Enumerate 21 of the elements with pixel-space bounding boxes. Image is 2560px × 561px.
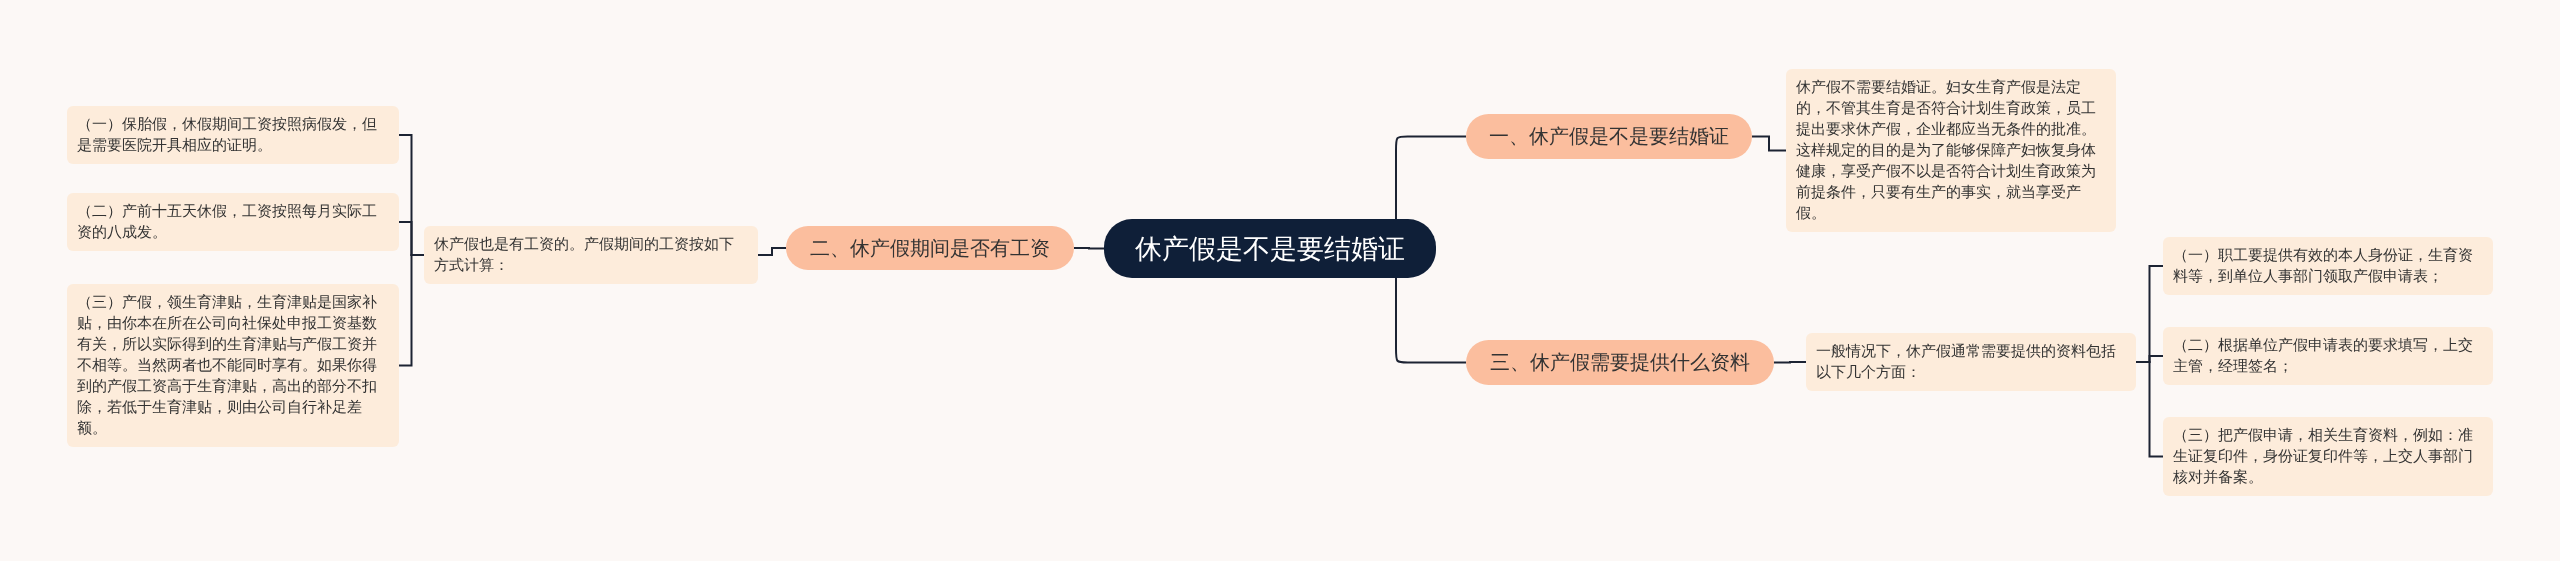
- connector-line: [1395, 277, 1467, 364]
- connector-line: [398, 254, 425, 367]
- note-card: （三）把产假申请，相关生育资料，例如：准生证复印件，身份证复印件等，上交人事部门核对并备案。: [2163, 417, 2493, 496]
- branch-topic: 二、休产假期间是否有工资: [786, 226, 1074, 270]
- note-card: （三）产假，领生育津贴，生育津贴是国家补贴，由你本在所在公司向社保处申报工资基数有关，所以实际得到的生育津贴与产假工资并不相等。当然两者也不能同时享有。如果你得到的产假工资高于生育津贴，高出的部分不扣除，若低于生育津贴，则由公司自行补足差额。: [67, 284, 399, 447]
- note-card: 休产假不需要结婚证。妇女生育产假是法定的，不管其生育是否符合计划生育政策，员工提出要求休产假，企业都应当无条件的批准。这样规定的目的是为了能够保障产妇恢复身体健康，享受产假不以是否符合计划生育政策为前提条件，只要有生产的事实，就当享受产假。: [1786, 69, 2116, 232]
- connector-line: [2135, 361, 2164, 458]
- note-card: （一）职工要提供有效的本人身份证，生育资料等，到单位人事部门领取产假申请表；: [2163, 237, 2493, 295]
- note-card: 一般情况下，休产假通常需要提供的资料包括以下几个方面：: [1806, 333, 2136, 391]
- connector-line: [1773, 361, 1807, 364]
- connector-line: [1751, 135, 1787, 152]
- note-card: （一）保胎假，休假期间工资按照病假发，但是需要医院开具相应的证明。: [67, 106, 399, 164]
- note-card: （二）产前十五天休假，工资按照每月实际工资的八成发。: [67, 193, 399, 251]
- note-card: （二）根据单位产假申请表的要求填写，上交主管，经理签名；: [2163, 327, 2493, 385]
- central-topic: 休产假是不是要结婚证: [1104, 219, 1436, 278]
- connector-line: [757, 247, 787, 256]
- branch-topic: 一、休产假是不是要结婚证: [1466, 114, 1752, 159]
- connector-line: [1073, 247, 1105, 250]
- branch-topic: 三、休产假需要提供什么资料: [1466, 340, 1774, 385]
- connector-line: [1395, 135, 1467, 220]
- note-card: 休产假也是有工资的。产假期间的工资按如下方式计算：: [424, 226, 758, 284]
